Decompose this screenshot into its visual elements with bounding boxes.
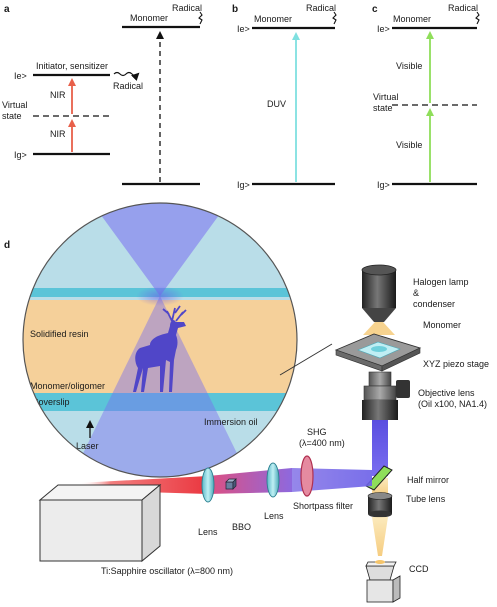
tube-lens — [367, 492, 393, 518]
laser-label: Laser — [76, 441, 99, 451]
initiator-label: Initiator, sensitizer — [36, 61, 108, 71]
visible-upper-label: Visible — [396, 61, 422, 71]
radical-label: Radical — [448, 3, 478, 13]
lens-left-label: Lens — [198, 527, 218, 537]
monomer-label: Monomer — [423, 320, 461, 330]
tube-lens-label: Tube lens — [406, 494, 446, 504]
half-mirror — [365, 465, 393, 491]
piezo-stage — [334, 333, 422, 372]
excited-state-label: Ie> — [377, 24, 390, 34]
half-mirror-label: Half mirror — [407, 475, 449, 485]
excited-state-label: Ie> — [237, 24, 250, 34]
halogen-label-2: & — [413, 288, 419, 298]
objective-body — [362, 400, 398, 420]
radical-label: Radical — [113, 81, 143, 91]
monomer-label: Monomer — [254, 14, 292, 24]
coverslip-layer — [23, 393, 297, 411]
condenser-body — [362, 270, 396, 308]
beam-cone-top — [90, 203, 230, 296]
ccd-camera-icon — [365, 560, 401, 603]
objective-mount — [396, 380, 410, 398]
bbo-label: BBO — [232, 522, 251, 532]
shortpass-filter — [300, 455, 314, 497]
nir-upper-label: NIR — [50, 90, 66, 100]
radical-squiggle-icon — [475, 11, 480, 25]
shg-label-1: SHG — [307, 427, 327, 437]
panel-d: d Solidified resin Monomer/oligomer C — [4, 202, 489, 603]
virtual-state-label-2: state — [373, 103, 393, 113]
radical-squiggle-icon — [198, 11, 203, 25]
oscillator-label: Ti:Sapphire oscillator (λ=800 nm) — [101, 566, 233, 576]
stage-label: XYZ piezo stage — [423, 359, 489, 369]
duv-label: DUV — [267, 99, 286, 109]
halogen-label-1: Halogen lamp — [413, 277, 469, 287]
panel-a-label: a — [4, 4, 10, 15]
immersion-oil-label: Immersion oil — [204, 417, 258, 427]
inset-border — [22, 202, 298, 478]
lens-right-label: Lens — [264, 511, 284, 521]
monomer-oligomer-label: Monomer/oligomer — [30, 381, 105, 391]
condenser-top — [361, 264, 397, 276]
panel-c: c Visible Visible Ie> Virtual state Ig> … — [372, 3, 480, 190]
radical-squiggle-icon — [332, 11, 337, 25]
panel-d-label: d — [4, 240, 10, 251]
shortpass-label: Shortpass filter — [293, 501, 353, 511]
panel-c-label: c — [372, 4, 378, 15]
lens-right — [266, 462, 280, 498]
coverslip-label: Coverslip — [32, 397, 70, 407]
objective-label-1: Objective lens — [418, 388, 475, 398]
radical-label: Radical — [306, 3, 336, 13]
shg-label-2: (λ=400 nm) — [299, 438, 345, 448]
virtual-state-label-1: Virtual — [373, 92, 398, 102]
radical-top-label: Radical — [172, 3, 202, 13]
blue-vertical-beam — [372, 420, 388, 476]
radical-squiggle-arrow — [113, 71, 140, 82]
lens-left — [201, 467, 215, 503]
objective-lens — [362, 371, 410, 420]
deer-silhouette-icon — [133, 305, 187, 392]
panel-b-label: b — [232, 4, 238, 15]
condenser-tip — [362, 308, 396, 322]
objective-label-2: (Oil x100, NA1.4) — [418, 399, 487, 409]
ground-state-label: Ig> — [377, 180, 390, 190]
nir-lower-label: NIR — [50, 129, 66, 139]
ti-sapphire-oscillator — [38, 483, 162, 563]
solidified-resin-label: Solidified resin — [30, 329, 89, 339]
inset-pointer-line — [279, 343, 333, 376]
halogen-lamp-condenser — [361, 264, 397, 335]
bbo-crystal-icon — [225, 478, 237, 490]
ground-state-label: Ig> — [14, 150, 27, 160]
monomer-label: Monomer — [393, 14, 431, 24]
excited-state-label: Ie> — [14, 71, 27, 81]
virtual-state-label-1: Virtual — [2, 100, 27, 110]
magnified-inset: Solidified resin Monomer/oligomer Covers… — [22, 202, 298, 478]
halogen-label-3: condenser — [413, 299, 455, 309]
visible-lower-label: Visible — [396, 140, 422, 150]
ground-state-label: Ig> — [237, 180, 250, 190]
virtual-state-label-2: state — [2, 111, 22, 121]
panel-a: a NIR NIR Ie> Virtual state Ig> Initiato… — [2, 3, 203, 186]
monomer-label: Monomer — [130, 13, 168, 23]
focal-spot — [136, 286, 184, 306]
panel-b: b DUV Ie> Ig> Monomer Radical — [232, 3, 337, 190]
condenser-light — [363, 322, 395, 335]
visible-beam-lower — [372, 517, 388, 556]
ccd-label: CCD — [409, 564, 429, 574]
